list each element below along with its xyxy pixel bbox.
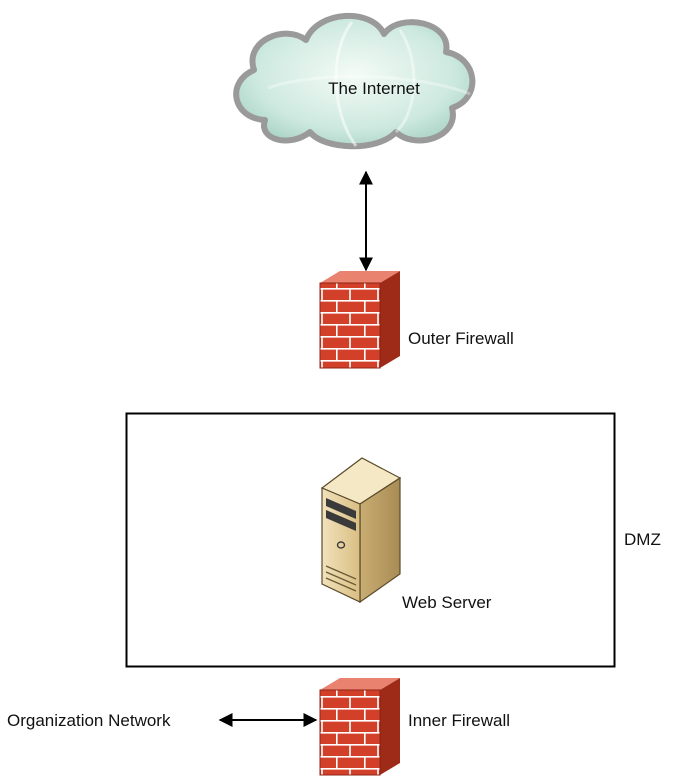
organization-network-label: Organization Network bbox=[7, 711, 171, 730]
internet-label: The Internet bbox=[328, 79, 420, 98]
inner-firewall: Inner Firewall bbox=[319, 678, 510, 776]
internet-cloud: The Internet bbox=[233, 12, 476, 150]
brick-firewall-icon bbox=[319, 271, 400, 369]
outer-firewall: Outer Firewall bbox=[319, 271, 514, 369]
brick-firewall-icon bbox=[319, 678, 400, 776]
outer-firewall-label: Outer Firewall bbox=[408, 329, 514, 348]
inner-firewall-label: Inner Firewall bbox=[408, 711, 510, 730]
tower-server-icon bbox=[320, 457, 402, 604]
dmz-boundary bbox=[125, 412, 616, 668]
web-server: Web Server bbox=[320, 457, 492, 612]
cloud-icon bbox=[233, 12, 476, 150]
web-server-label: Web Server bbox=[402, 593, 492, 612]
dmz-label: DMZ bbox=[624, 530, 661, 549]
